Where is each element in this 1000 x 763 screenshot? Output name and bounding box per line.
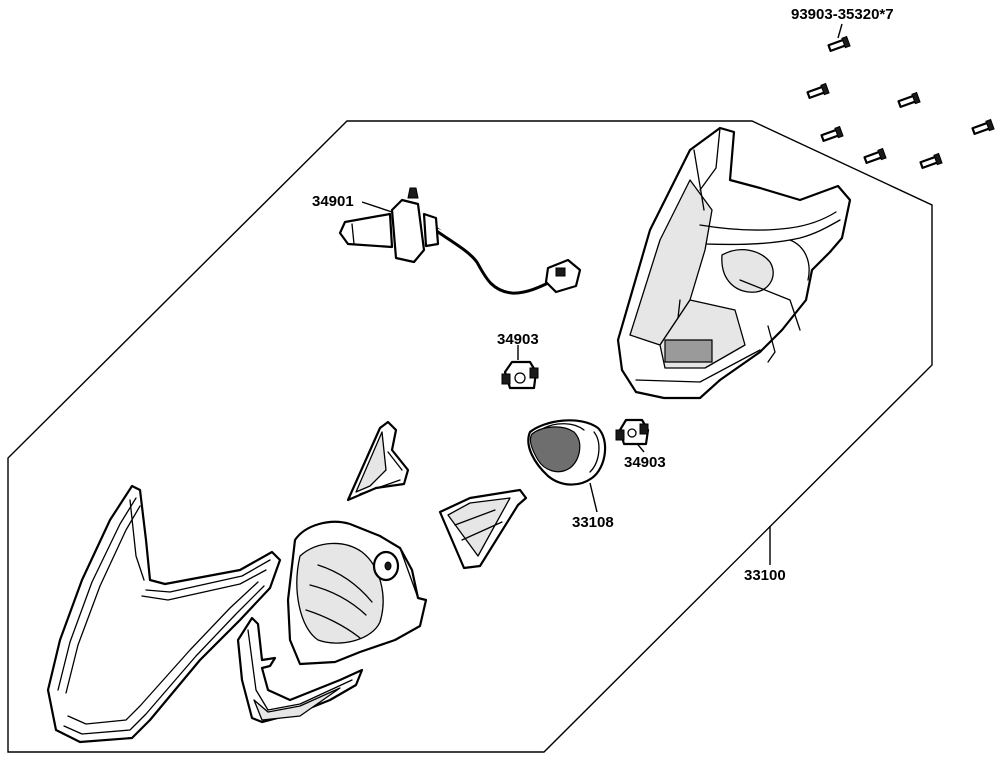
bulb-with-harness [338, 187, 582, 295]
headlight-reflector [286, 520, 428, 666]
position-light-housing [346, 420, 410, 502]
label-bulb: 34901 [312, 193, 354, 210]
label-screw: 93903-35320*7 [791, 6, 894, 23]
assembly-outline [7, 120, 933, 753]
label-assembly: 33100 [744, 567, 786, 584]
screw-icon [863, 147, 887, 164]
leader-shroud [589, 482, 598, 513]
side-trim [236, 616, 364, 724]
screw-icon [897, 91, 921, 108]
label-socket-top: 34903 [497, 331, 539, 348]
rubber-shroud [527, 419, 607, 486]
bulb-socket-top [501, 360, 539, 390]
leader-screw [837, 23, 843, 39]
screw-icon [971, 118, 995, 135]
screw-icon [820, 125, 844, 142]
headlight-lens [46, 484, 282, 744]
screw-icon [919, 152, 943, 169]
leader-bulb [361, 201, 393, 213]
bulb-socket-right [615, 418, 650, 446]
screw-icon [827, 35, 851, 52]
headlight-housing [616, 126, 852, 400]
label-shroud: 33108 [572, 514, 614, 531]
screws [806, 35, 995, 169]
label-socket-right: 34903 [624, 454, 666, 471]
position-light-reflector [438, 488, 528, 570]
screw-icon [806, 82, 830, 99]
